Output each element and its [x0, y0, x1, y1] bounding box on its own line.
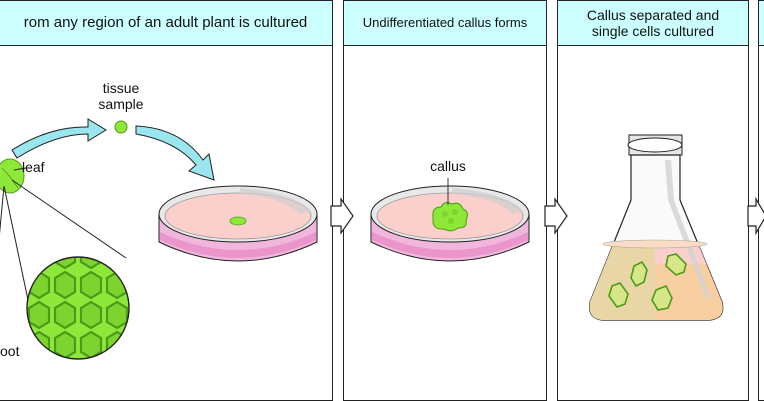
tissue-sample-label-line2: sample: [98, 96, 144, 113]
leaf-cells-magnified: [26, 256, 130, 360]
arrow-right-icon: [747, 196, 764, 236]
callus-icon: [432, 202, 468, 232]
panel-title-line1: Callus separated and: [586, 6, 720, 23]
panel-title-line2: single cells cultured: [591, 23, 715, 39]
tissue-sample-icon: [114, 120, 128, 134]
plant-cell-icon: [651, 284, 673, 311]
plant-cell-icon: [630, 260, 648, 288]
panel-header-cropped: [758, 0, 764, 46]
zoom-line: [3, 185, 29, 301]
curved-arrow-icon: [135, 125, 215, 181]
leaf-label: leaf: [22, 159, 45, 175]
callus-label: callus: [430, 158, 466, 174]
plant-cell-icon: [608, 282, 629, 308]
arrow-right-icon: [544, 197, 568, 235]
panel-header: Undifferentiated callus forms: [343, 0, 547, 46]
zoom-line: [0, 185, 5, 235]
panel-title: Undifferentiated callus forms: [362, 14, 528, 30]
panel-title: rom any region of an adult plant is cult…: [23, 14, 308, 32]
zoom-line: [11, 179, 127, 259]
arrow-right-icon: [330, 197, 354, 235]
leaf-pointer: [13, 167, 27, 171]
panel-header: rom any region of an adult plant is cult…: [0, 0, 333, 46]
panel-header: Callus separated and single cells cultur…: [557, 0, 749, 46]
root-label: oot: [0, 343, 20, 359]
curved-arrow-icon: [11, 118, 107, 159]
tissue-sample-label-line1: tissue: [102, 80, 140, 96]
petri-dish-icon: [158, 185, 318, 262]
plant-cell-icon: [665, 253, 687, 276]
tissue-sample-label: tissue sample: [86, 80, 156, 112]
